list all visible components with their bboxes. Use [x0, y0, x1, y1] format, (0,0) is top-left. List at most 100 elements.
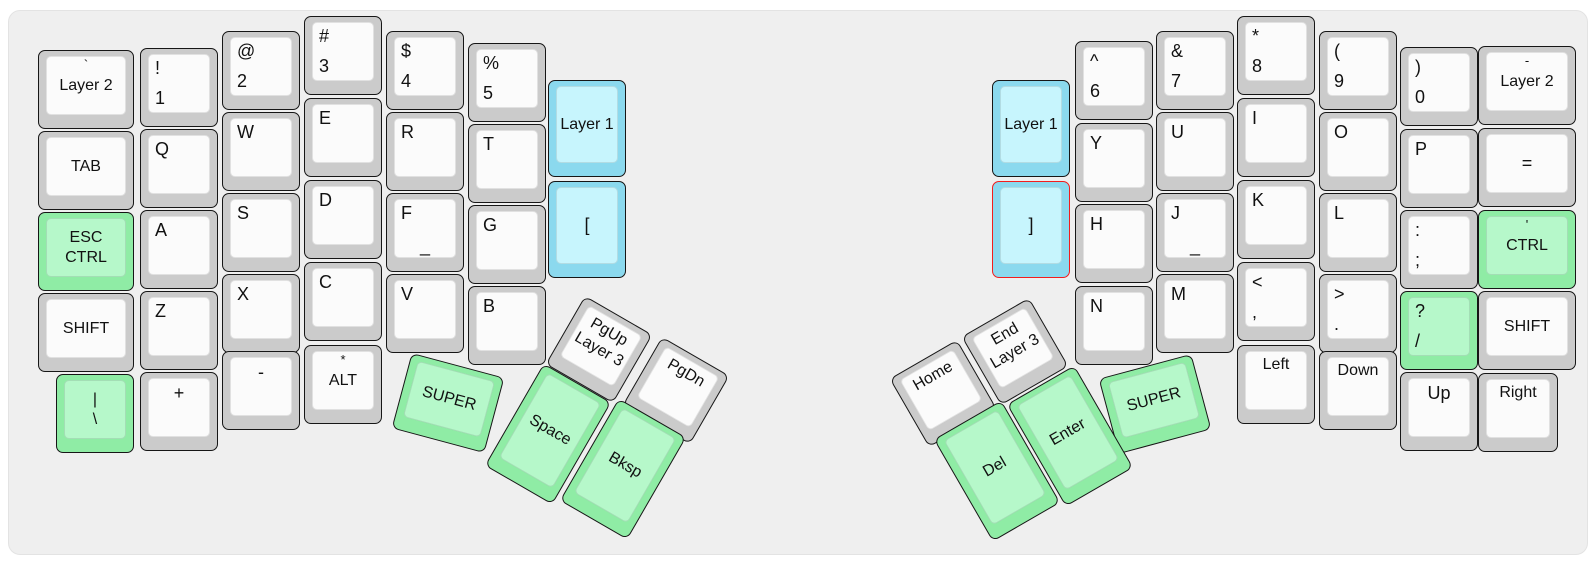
key-label: Z [155, 301, 166, 321]
key-label: , [1252, 301, 1258, 322]
key-b[interactable]: B [468, 286, 546, 365]
key-r[interactable]: R [386, 112, 464, 191]
key-left-2[interactable]: @2 [222, 31, 300, 110]
key-left-grave-layer2[interactable]: `Layer 2 [38, 50, 134, 129]
key-left-layer1[interactable]: Layer 1 [548, 80, 626, 177]
keycap-top: *8 [1245, 22, 1307, 81]
key-comma[interactable]: <, [1237, 262, 1315, 341]
key-l[interactable]: L [1319, 193, 1397, 272]
key-arrow-down[interactable]: Down [1319, 351, 1397, 430]
key-d[interactable]: D [304, 180, 382, 259]
key-label: Layer 1 [560, 115, 614, 133]
key-left-5[interactable]: %5 [468, 43, 546, 122]
keycap-top: (9 [1327, 37, 1389, 96]
key-p[interactable]: P [1400, 129, 1478, 208]
key-s[interactable]: S [222, 193, 300, 272]
key-label: ! [155, 58, 161, 78]
key-t[interactable]: T [468, 124, 546, 203]
key-label: 7 [1171, 70, 1182, 91]
key-h[interactable]: H [1075, 204, 1153, 283]
key-label: H [1090, 214, 1103, 234]
key-label: U [1171, 122, 1184, 142]
key-label: L [1334, 203, 1345, 223]
key-left-3[interactable]: #3 [304, 16, 382, 95]
key-c[interactable]: C [304, 262, 382, 341]
keycap-top: ?/ [1408, 297, 1470, 356]
key-label: Left [1262, 356, 1290, 373]
keycap-top: %5 [476, 49, 538, 108]
keycap-top: -Layer 2 [1486, 52, 1568, 111]
key-label: C [319, 272, 332, 292]
key-plus[interactable]: + [140, 372, 218, 451]
key-f[interactable]: F_ [386, 193, 464, 272]
key-u[interactable]: U [1156, 112, 1234, 191]
key-left-tab[interactable]: TAB [38, 131, 134, 210]
key-label: * [1252, 26, 1260, 46]
key-right-0[interactable]: )0 [1400, 47, 1478, 126]
key-left-bracket-open[interactable]: [ [548, 181, 626, 278]
key-label: ; [1415, 249, 1421, 270]
key-right-6[interactable]: ^6 [1075, 41, 1153, 120]
key-label: A [155, 220, 168, 240]
key-left-1[interactable]: !1 [140, 48, 218, 127]
key-x[interactable]: X [222, 274, 300, 353]
key-minus[interactable]: - [222, 351, 300, 430]
key-label: 4 [401, 70, 412, 91]
key-right-shift[interactable]: SHIFT [1478, 291, 1576, 370]
key-right-quote-ctrl[interactable]: 'CTRL [1478, 210, 1576, 289]
key-right-bracket-close[interactable]: ] [992, 181, 1070, 278]
key-y[interactable]: Y [1075, 123, 1153, 202]
key-m[interactable]: M [1156, 274, 1234, 353]
key-label: Down [1337, 362, 1379, 379]
key-left-shift[interactable]: SHIFT [38, 293, 134, 372]
key-left-4[interactable]: $4 [386, 31, 464, 110]
key-a[interactable]: A [140, 210, 218, 289]
key-label: # [319, 26, 330, 46]
key-right-minus-layer2[interactable]: -Layer 2 [1478, 46, 1576, 125]
key-label: ALT [328, 371, 358, 389]
key-label: 6 [1090, 80, 1101, 101]
keycap-top: U [1164, 118, 1226, 177]
keycap-top: Q [148, 135, 210, 194]
key-w[interactable]: W [222, 112, 300, 191]
key-g[interactable]: G [468, 205, 546, 284]
key-n[interactable]: N [1075, 286, 1153, 365]
key-left-pipe-backslash[interactable]: | \ [56, 374, 134, 453]
keycap-top: SHIFT [1486, 297, 1568, 356]
key-arrow-right[interactable]: Right [1478, 373, 1558, 452]
key-e[interactable]: E [304, 98, 382, 177]
keycap-top: D [312, 186, 374, 245]
key-label: I [1252, 108, 1258, 128]
key-k[interactable]: K [1237, 180, 1315, 259]
key-label: ] [1028, 215, 1034, 236]
key-i[interactable]: I [1237, 98, 1315, 177]
key-q[interactable]: Q [140, 129, 218, 208]
key-arrow-up[interactable]: Up [1400, 372, 1478, 451]
key-v[interactable]: V [386, 274, 464, 353]
key-label: _ [419, 235, 430, 256]
keycap-top: C [312, 268, 374, 327]
key-z[interactable]: Z [140, 291, 218, 370]
key-right-9[interactable]: (9 [1319, 31, 1397, 110]
key-semicolon[interactable]: :; [1400, 210, 1478, 289]
keycap-top: + [148, 378, 210, 437]
key-right-layer1[interactable]: Layer 1 [992, 80, 1070, 177]
key-right-8[interactable]: *8 [1237, 16, 1315, 95]
keycap-top: Up [1408, 378, 1470, 437]
key-left-esc-ctrl[interactable]: ESC CTRL [38, 212, 134, 291]
key-label: V [401, 284, 414, 304]
key-o[interactable]: O [1319, 112, 1397, 191]
keycap-top: $4 [394, 37, 456, 96]
key-j[interactable]: J_ [1156, 193, 1234, 272]
key-label: F [401, 203, 412, 223]
key-period[interactable]: >. [1319, 274, 1397, 353]
key-right-7[interactable]: &7 [1156, 31, 1234, 110]
key-slash[interactable]: ?/ [1400, 291, 1478, 370]
key-equals[interactable]: = [1478, 128, 1576, 207]
key-arrow-left[interactable]: Left [1237, 345, 1315, 424]
keycap-top: | \ [64, 380, 126, 439]
key-alt[interactable]: *ALT [304, 345, 382, 424]
keycap-top: V [394, 280, 456, 339]
key-left-super[interactable]: SUPER [391, 352, 505, 454]
key-label: SUPER [1125, 384, 1183, 415]
